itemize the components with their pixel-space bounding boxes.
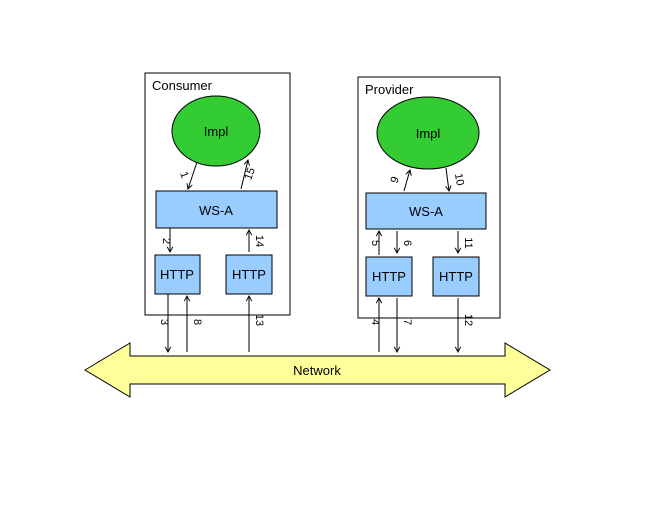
provider-box (357, 76, 501, 319)
provider-impl-label: Impl (416, 126, 441, 141)
flow-label-7: 7 (401, 319, 413, 325)
flow-label-10: 10 (452, 172, 466, 186)
consumer-http-right-label: HTTP (232, 267, 266, 282)
flow-arrow-9 (403, 169, 412, 192)
flow-label-11: 11 (462, 237, 474, 248)
flow-label-6: 6 (401, 240, 413, 246)
flow-label-3: 3 (158, 319, 170, 325)
consumer-box (144, 72, 291, 316)
provider-title: Provider (365, 82, 414, 97)
flow-arrow-10 (445, 167, 452, 193)
provider-impl-node (376, 96, 480, 170)
consumer-wsa-node (155, 190, 278, 229)
network-label: Network (293, 363, 341, 378)
flow-arrow-15 (240, 159, 250, 190)
consumer-wsa-label: WS-A (199, 203, 233, 218)
consumer-http-left-label: HTTP (160, 267, 194, 282)
flow-label-2: 2 (160, 238, 172, 244)
provider-http-right-label: HTTP (439, 269, 473, 284)
consumer-http-right-node (225, 254, 273, 295)
provider-wsa-node (365, 192, 487, 230)
flow-label-9: 9 (388, 175, 401, 185)
flow-label-8: 8 (191, 319, 203, 325)
network-arrow (84, 342, 551, 398)
flow-label-14: 14 (253, 235, 265, 247)
flow-label-12: 12 (462, 314, 474, 326)
provider-wsa-label: WS-A (409, 204, 443, 219)
flow-label-4: 4 (369, 319, 381, 325)
consumer-http-left-node (154, 254, 201, 295)
provider-http-left-node (365, 256, 413, 297)
provider-http-right-node (432, 256, 480, 297)
flow-label-1: 1 (177, 170, 190, 180)
flow-label-5: 5 (369, 240, 381, 246)
consumer-impl-node (171, 95, 261, 167)
flow-arrow-1 (186, 161, 198, 190)
flow-label-15: 15 (242, 166, 257, 182)
provider-http-left-label: HTTP (372, 269, 406, 284)
flow-label-13: 13 (253, 314, 265, 326)
consumer-impl-label: Impl (204, 124, 229, 139)
consumer-title: Consumer (152, 78, 213, 93)
